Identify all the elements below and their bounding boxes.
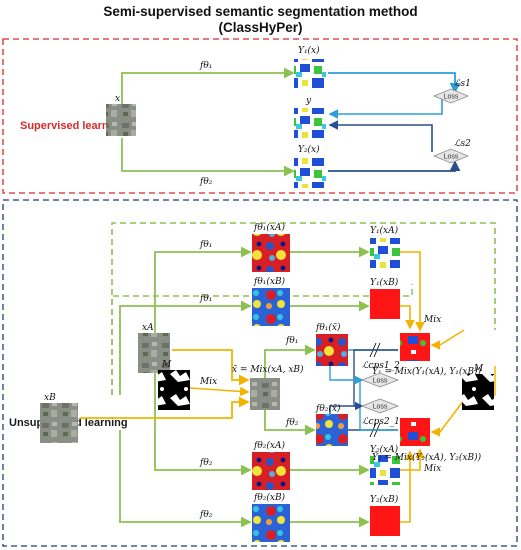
out-bot2-map [252,504,290,542]
y2xB-label: Y₂(xB) [370,494,399,505]
out-bot1-label: fθ₂(xA) [253,440,285,451]
sup-input-image [106,104,136,136]
y1xA-label: Y₁(xA) [370,225,399,236]
y2xB-map [370,506,400,536]
supervised-frame [2,38,518,194]
arrow-y2xA-mix [392,448,425,471]
out-mid1-label: fθ₁(x̃) [315,322,341,333]
arrow-fmid1-loss1 [329,365,362,381]
xA-image [138,333,170,373]
y1tilde-formula: Ỹ₁ = Mix(Y₁(xA), Y₁(xB)) [372,365,482,377]
y1tilde-map [400,333,430,361]
mixed-image [250,378,280,410]
sup-arrow-loss-y-1 [328,97,443,119]
mask-left [158,370,190,410]
lcps1-label: ℒcps1_2 [362,361,400,371]
arrow-mix-fmid1 [264,344,316,380]
sup-arrow-f2 [121,138,295,177]
out-bot1-map [252,452,290,490]
out-mid2-map [316,414,348,446]
y1xB-label: Y₁(xB) [370,277,399,288]
arrow-xB-mix [80,396,250,419]
sup-loss-1: Loss [432,88,470,104]
out-top1-label: fθ₁(xA) [253,222,285,233]
out-mid1-map [316,334,348,366]
arrow-fmid2-loss2 [329,405,362,415]
xB-label: xB [44,393,56,403]
dashed-loop-inner [111,284,413,395]
arrow-xA-ftop1 [154,246,252,335]
out-top2-label: fθ₁(xB) [253,276,286,287]
f-top1-label: fθ₁ [199,240,212,250]
sup-y1-label: Y₁(x) [298,45,320,56]
title-line-1: Semi-supervised semantic segmentation me… [103,4,418,19]
arrow-xA-fbot1 [154,372,252,476]
f-bot1-label: fθ₂ [199,458,213,468]
svg-text:Loss: Loss [373,378,388,385]
mask-right [462,374,494,410]
f-top2-label: fθ₁ [199,294,212,304]
sup-f2-label: fθ₂ [199,177,213,187]
mix-left-label: Mix [199,377,217,387]
f-mid1-label: fθ₁ [285,336,298,346]
arrow-Mright-mixtop [430,329,465,350]
f-bot2-label: fθ₂ [199,510,213,520]
arrow-mix-fmid2 [264,410,316,436]
sup-ls2-label: ℒs2 [454,139,471,149]
sup-arrow-y1-loss [328,72,461,94]
sup-arrow-loss-y-2 [328,120,433,152]
mask-right-label: M [473,364,484,374]
sup-y2-label: Y₂(x) [298,144,320,155]
supervised-label: Supervised learning [20,120,125,132]
out-bot2-label: fθ₂(xB) [253,492,286,503]
arrow-xB-ftop2 [119,300,252,395]
arrow-xB-fbot2 [119,430,252,528]
out-top1-map [252,234,290,272]
f-mid2-label: fθ₂ [285,418,299,428]
svg-text:Loss: Loss [444,154,459,161]
sup-gt-map [294,108,326,138]
mask-left-label: M [161,360,172,370]
svg-text:Loss: Loss [373,404,388,411]
svg-text:Loss: Loss [444,94,459,101]
arrow-Mright-mixbot [430,399,465,437]
lcps2-label: ℒcps2_1 [362,417,400,427]
sup-arrow-y2-loss [328,160,461,172]
sup-input-label: x [115,94,120,104]
y1xA-map [370,238,400,268]
y2xA-map [370,455,400,485]
sup-y1-map [294,59,326,89]
sup-y2-map [294,158,326,188]
sup-ls1-label: ℒs1 [454,79,471,89]
sup-loss-2: Loss [432,148,470,164]
y2xA-label: Y₂(xA) [370,444,399,455]
y2tilde-formula: Ỹ₂ = Mix(Y₂(xA), Y₂(xB)) [372,451,482,463]
diagram-title: Semi-supervised semantic segmentation me… [0,4,521,36]
xB-image [40,403,78,443]
xA-label: xA [142,323,154,333]
sup-y-label: y [305,96,312,106]
arrow-M-mix [189,386,250,397]
sup-arrow-f1 [121,67,295,105]
cps-loss-1: Loss [360,372,400,388]
mix-formula: x̃ = Mix(xA, xB) [232,364,304,375]
out-mid2-label: fθ₂(x̃) [315,403,341,414]
title-line-2: (ClassHyPer) [218,20,303,35]
y1xB-map [370,289,400,319]
mix-bot-label: Mix [423,464,441,474]
out-top2-map [252,288,290,326]
cps-loss-2: Loss [360,398,400,414]
sup-f1-label: fθ₁ [199,61,212,71]
y2tilde-map [400,418,430,446]
arrow-xA-mix [172,349,250,386]
mix-top-label: Mix [423,315,441,325]
